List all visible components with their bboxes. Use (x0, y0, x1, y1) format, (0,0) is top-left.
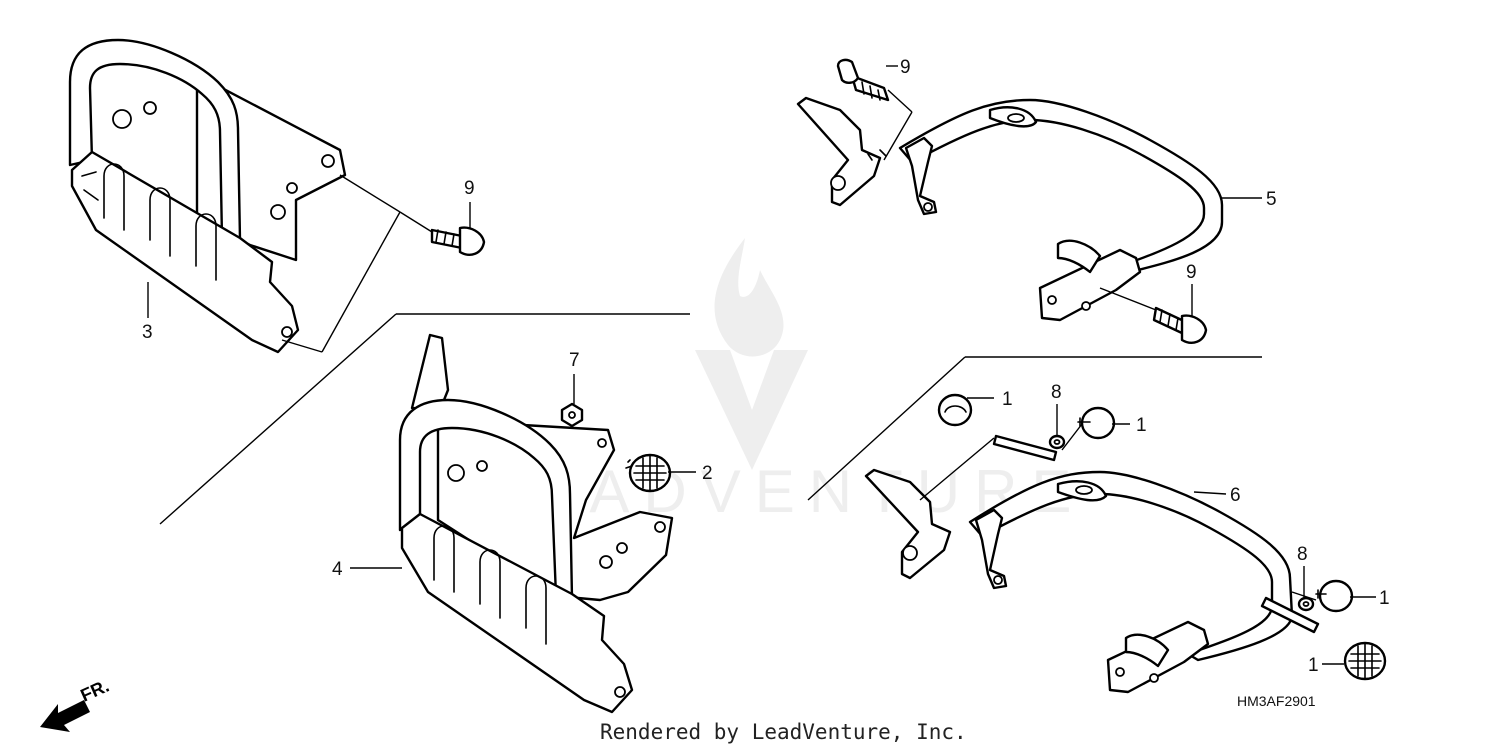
callouts: 1 1 1 1 2 3 4 5 6 7 8 8 9 9 9 (142, 57, 1390, 676)
callout-1-cap-b[interactable]: 1 (1136, 415, 1147, 436)
part-9-bolt-right[interactable] (1152, 306, 1208, 344)
part-5-rear-bar[interactable] (796, 96, 1224, 322)
footer-credit: Rendered by LeadVenture, Inc. (600, 720, 967, 744)
part-9-bolt-left[interactable] (430, 226, 486, 256)
front-arrow-icon (40, 700, 90, 732)
callout-9-left[interactable]: 9 (464, 178, 475, 199)
callout-7[interactable]: 7 (569, 350, 580, 371)
callout-1-reflector[interactable]: 1 (1308, 655, 1319, 676)
callout-2[interactable]: 2 (702, 463, 713, 484)
part-3-front-guard[interactable] (68, 38, 347, 354)
callout-9-top[interactable]: 9 (900, 57, 911, 78)
diagram-code: HM3AF2901 (1237, 693, 1316, 709)
front-direction-indicator: FR. (40, 676, 112, 732)
part-2-reflector[interactable] (625, 453, 672, 493)
part-8-washer-b[interactable] (1297, 596, 1315, 612)
part-1-cap-a[interactable] (937, 393, 973, 427)
part-6-rear-bar[interactable] (864, 434, 1320, 694)
part-4-front-guard[interactable] (398, 333, 674, 714)
part-9-bolt-top[interactable] (836, 58, 890, 102)
callout-6[interactable]: 6 (1230, 485, 1241, 506)
callout-5[interactable]: 5 (1266, 189, 1277, 210)
callout-3[interactable]: 3 (142, 322, 153, 343)
watermark-v-icon (695, 350, 808, 470)
part-1-cap-b[interactable] (1077, 406, 1116, 440)
callout-8-washer-b[interactable]: 8 (1297, 544, 1308, 565)
callout-4[interactable]: 4 (332, 559, 343, 580)
watermark-flame-icon (714, 238, 784, 357)
part-1-reflector[interactable] (1343, 641, 1387, 681)
part-8-washer-a[interactable] (1048, 434, 1066, 450)
callout-8-washer-a[interactable]: 8 (1051, 382, 1062, 403)
callout-9-right[interactable]: 9 (1186, 262, 1197, 283)
callout-1-cap-c[interactable]: 1 (1379, 588, 1390, 609)
front-direction-label: FR. (77, 676, 112, 706)
part-7-nut[interactable] (560, 402, 584, 428)
part-1-cap-c[interactable] (1315, 579, 1354, 613)
callout-1-cap-a[interactable]: 1 (1002, 389, 1013, 410)
leader-lines (147, 65, 1376, 665)
